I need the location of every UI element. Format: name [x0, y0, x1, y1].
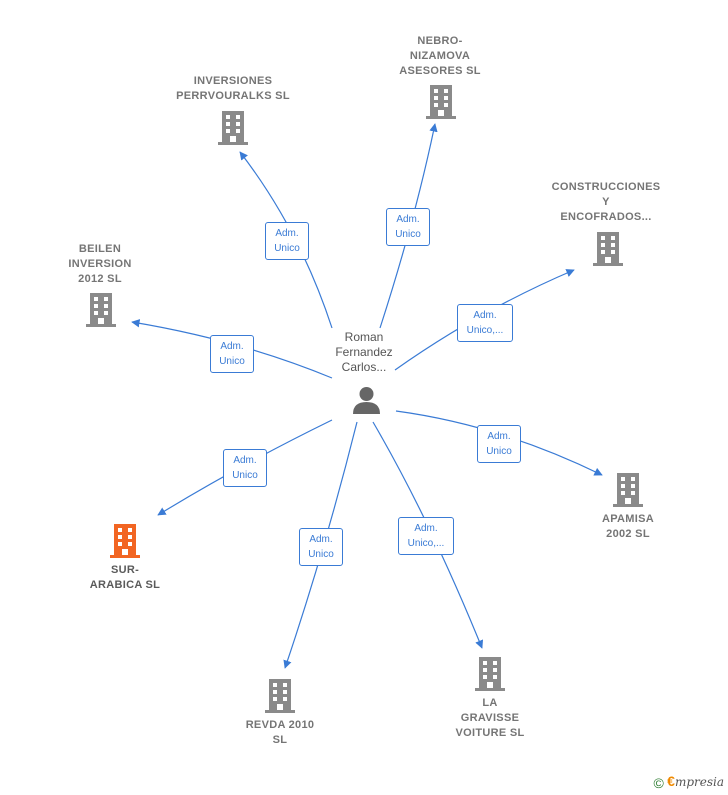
role-label-sur[interactable]: Adm. Unico [223, 449, 267, 487]
copyright-icon: © [653, 775, 664, 791]
company-name: REVDA 2010 SL [245, 719, 315, 746]
person-name[interactable]: Roman Fernandez Carlos... [335, 330, 393, 374]
building-icon [593, 232, 623, 266]
role-label-inversiones[interactable]: Adm. Unico [265, 222, 309, 260]
person-icon[interactable] [351, 385, 382, 415]
building-icon [426, 85, 456, 119]
company-name: SUR- ARABICA SL [89, 564, 161, 591]
building-icon [218, 111, 248, 145]
footer-brand[interactable]: © €mpresia [653, 773, 724, 791]
building-icon [86, 293, 116, 327]
brand-logo-initial: € [667, 773, 675, 790]
company-name: CONSTRUCCIONES Y ENCOFRADOS... [551, 181, 661, 223]
role-label-gravisse[interactable]: Adm. Unico,... [398, 517, 454, 555]
company-name: NEBRO- NIZAMOVA ASESORES SL [399, 35, 481, 77]
building-icon [110, 524, 140, 558]
role-label-construcciones[interactable]: Adm. Unico,... [457, 304, 513, 342]
role-label-beilen[interactable]: Adm. Unico [210, 335, 254, 373]
role-label-apamisa[interactable]: Adm. Unico [477, 425, 521, 463]
building-icon [265, 679, 295, 713]
role-label-revda[interactable]: Adm. Unico [299, 528, 343, 566]
building-icon [613, 473, 643, 507]
company-name: BEILEN INVERSION 2012 SL [68, 243, 132, 285]
company-name: INVERSIONES PERRVOURALKS SL [176, 75, 290, 102]
brand-name: mpresia [674, 775, 724, 790]
building-icon [475, 657, 505, 691]
role-label-nebro[interactable]: Adm. Unico [386, 208, 430, 246]
company-name: LA GRAVISSE VOITURE SL [455, 697, 525, 739]
company-name: APAMISA 2002 SL [601, 513, 654, 540]
